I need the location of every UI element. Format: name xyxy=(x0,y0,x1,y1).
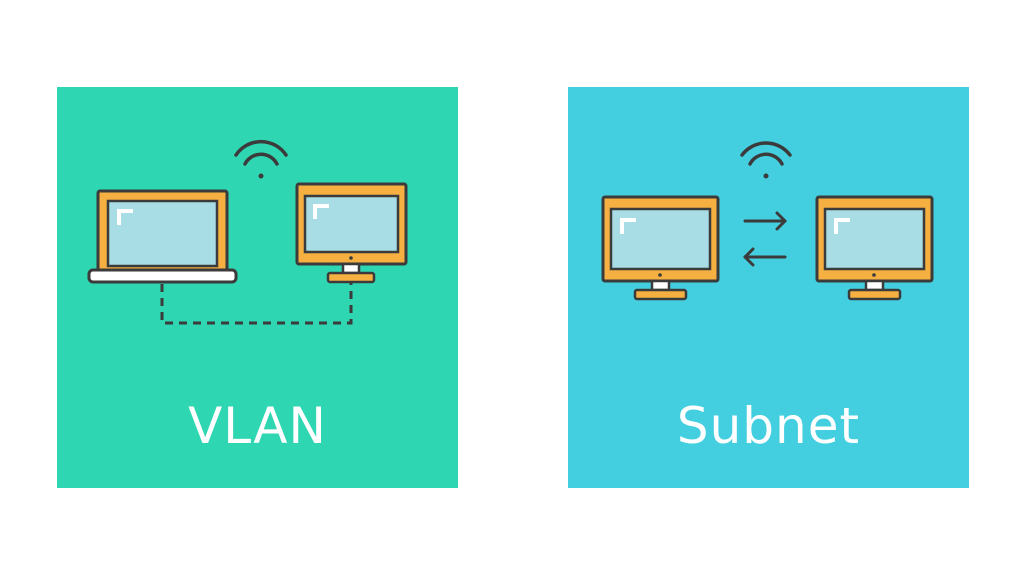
vlan-panel: VLAN xyxy=(57,87,458,488)
desktop-monitor-icon xyxy=(815,195,934,301)
laptop-icon xyxy=(87,189,238,284)
arrow-right-icon xyxy=(743,211,787,231)
subnet-illustration xyxy=(568,87,969,488)
subnet-label: Subnet xyxy=(676,397,861,455)
desktop-monitor-icon xyxy=(295,182,408,284)
wifi-icon xyxy=(740,141,792,179)
desktop-monitor-icon xyxy=(601,195,720,301)
wifi-icon xyxy=(234,139,288,179)
arrow-left-icon xyxy=(743,247,787,267)
dashed-cable-connection xyxy=(160,283,353,325)
subnet-panel: Subnet xyxy=(568,87,969,488)
vlan-illustration xyxy=(57,87,458,488)
vlan-label: VLAN xyxy=(188,397,327,455)
